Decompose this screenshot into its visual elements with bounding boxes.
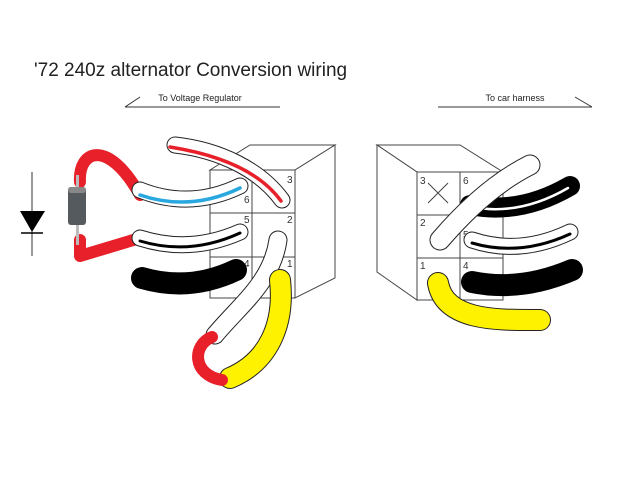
svg-text:3: 3 (420, 176, 426, 187)
diagram-title: '72 240z alternator Conversion wiring (34, 60, 348, 81)
wire-yellow-left (219, 269, 292, 389)
svg-text:2: 2 (420, 218, 426, 229)
wire-white-red-stripe (166, 136, 291, 209)
wire-white-black-stripe (131, 223, 249, 254)
svg-text:3: 3 (287, 175, 293, 186)
wire-white-long (205, 230, 288, 345)
diode-symbol-icon (20, 172, 45, 256)
svg-text:4: 4 (244, 259, 250, 270)
wire-black-left (131, 259, 247, 295)
diode-component-icon (68, 175, 86, 245)
wire-red-diode-top (73, 149, 146, 201)
wire-yellow-right (427, 272, 551, 332)
svg-text:6: 6 (244, 195, 250, 206)
svg-text:1: 1 (420, 261, 426, 272)
svg-text:2: 2 (287, 215, 293, 226)
svg-text:5: 5 (244, 215, 250, 226)
left-label-line (124, 96, 280, 108)
svg-text:1: 1 (287, 259, 293, 270)
wire-white-blue (131, 177, 249, 208)
wire-white-black-right (463, 223, 579, 255)
svg-text:4: 4 (463, 261, 469, 272)
label-car-harness: To car harness (485, 93, 545, 103)
right-label-line (438, 96, 593, 108)
wire-red-jumper (192, 331, 228, 386)
wire-white-diagonal (429, 154, 541, 251)
wire-black-right (461, 259, 583, 297)
label-voltage-regulator: To Voltage Regulator (158, 93, 242, 103)
unused-pin-x-icon (427, 182, 449, 204)
svg-text:6: 6 (463, 176, 469, 187)
wire-red-diode-bottom (74, 232, 146, 262)
